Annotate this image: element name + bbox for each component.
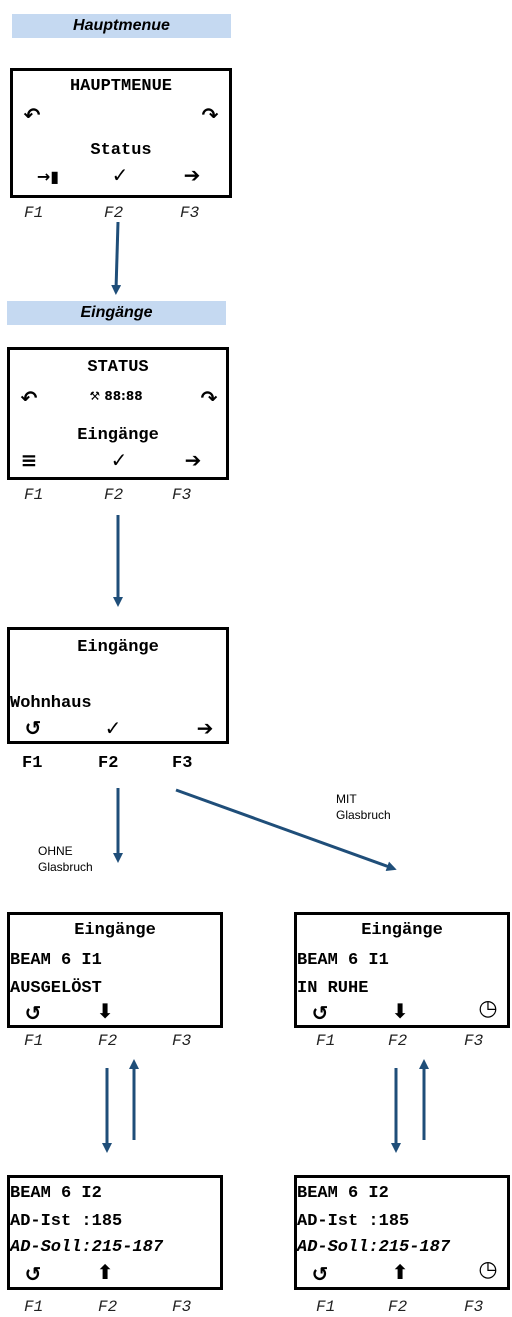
- up-arrow-icon[interactable]: ⬆: [391, 1260, 409, 1284]
- fkey-f2: F2: [388, 1298, 408, 1316]
- fkey-f3: F3: [172, 754, 193, 773]
- fkey-f3: F3: [464, 1032, 484, 1050]
- fkey-f3: F3: [172, 1032, 192, 1050]
- return-icon[interactable]: ↺: [24, 716, 42, 740]
- wrench-clock-icon: ⚒ 88:88: [89, 389, 143, 403]
- banner-hauptmenue: Hauptmenue: [12, 14, 231, 38]
- fkey-f1: F1: [24, 204, 44, 222]
- arrow-main-to-status: [111, 221, 122, 295]
- fkey-f1: F1: [24, 1032, 44, 1050]
- input-state: AUSGELÖST: [10, 979, 102, 998]
- timer-icon[interactable]: ◷: [478, 1257, 498, 1282]
- banner-eingaenge: Eingänge: [7, 301, 226, 325]
- ad-soll-value: AD-Soll:215-187: [297, 1238, 451, 1257]
- fkey-f1: F1: [316, 1032, 336, 1050]
- screen-eingaenge-wohnhaus: Eingänge Wohnhaus ↺ ✓ ➔: [7, 627, 229, 744]
- ad-ist-value: AD-Ist :185: [10, 1212, 123, 1231]
- fkey-f1: F1: [24, 486, 44, 504]
- exit-door-icon[interactable]: →▮: [36, 167, 60, 186]
- input-state: IN RUHE: [297, 979, 369, 998]
- fkey-f3: F3: [172, 486, 192, 504]
- right-arrow-icon[interactable]: ➔: [183, 163, 201, 187]
- right-arrow-icon[interactable]: ➔: [184, 448, 202, 472]
- rotate-left-icon: ↶: [23, 103, 41, 127]
- screen-hauptmenue: HAUPTMENUE ↶ ↷ Status →▮ ✓ ➔: [10, 68, 232, 198]
- down-arrow-icon[interactable]: ⬇: [96, 999, 114, 1023]
- input-id: BEAM 6 I1: [10, 951, 102, 970]
- screen-beam-ad-values-right: BEAM 6 I2 AD-Ist :185 AD-Soll:215-187 ↺ …: [294, 1175, 510, 1290]
- input-id: BEAM 6 I1: [297, 951, 389, 970]
- timer-icon[interactable]: ◷: [478, 996, 498, 1021]
- fkey-f2: F2: [104, 486, 124, 504]
- screen-title: STATUS: [87, 358, 149, 377]
- input-name: Wohnhaus: [10, 694, 92, 713]
- input-id: BEAM 6 I2: [10, 1184, 102, 1203]
- down-arrow-icon[interactable]: ⬇: [391, 999, 409, 1023]
- screen-title: Eingänge: [361, 921, 443, 940]
- screen-title: Eingänge: [74, 921, 156, 940]
- rotate-left-icon: ↶: [20, 386, 38, 410]
- fkey-f3: F3: [464, 1298, 484, 1316]
- menu-item: Status: [90, 141, 152, 160]
- fkey-f2: F2: [388, 1032, 408, 1050]
- screen-status: STATUS ↶ ⚒ 88:88 ↷ Eingänge ≡ ✓ ➔: [7, 347, 229, 480]
- checkmark-icon[interactable]: ✓: [104, 716, 122, 740]
- menu-item: Eingänge: [77, 426, 159, 445]
- ad-ist-value: AD-Ist :185: [297, 1212, 410, 1231]
- ad-soll-value: AD-Soll:215-187: [10, 1238, 164, 1257]
- fkey-f3: F3: [180, 204, 200, 222]
- fkey-f1: F1: [316, 1298, 336, 1316]
- return-icon[interactable]: ↺: [24, 1262, 42, 1286]
- fkey-f2: F2: [98, 1032, 118, 1050]
- fkey-f1: F1: [24, 1298, 44, 1316]
- screen-beam-ad-values-left: BEAM 6 I2 AD-Ist :185 AD-Soll:215-187 ↺ …: [7, 1175, 223, 1290]
- fkey-f3: F3: [172, 1298, 192, 1316]
- input-id: BEAM 6 I2: [297, 1184, 389, 1203]
- return-icon[interactable]: ↺: [24, 1001, 42, 1025]
- checkmark-icon[interactable]: ✓: [110, 448, 128, 472]
- right-arrow-icon[interactable]: ➔: [196, 716, 214, 740]
- return-icon[interactable]: ↺: [311, 1262, 329, 1286]
- up-arrow-icon[interactable]: ⬆: [96, 1260, 114, 1284]
- screen-beam-ausgeloest: Eingänge BEAM 6 I1 AUSGELÖST ↺ ⬇: [7, 912, 223, 1028]
- fkey-f2: F2: [98, 1298, 118, 1316]
- hamburger-menu-icon[interactable]: ≡: [20, 448, 38, 472]
- rotate-right-icon: ↷: [201, 103, 219, 127]
- rotate-right-icon: ↷: [200, 386, 218, 410]
- screen-title: HAUPTMENUE: [69, 77, 173, 96]
- screen-beam-in-ruhe: Eingänge BEAM 6 I1 IN RUHE ↺ ⬇ ◷: [294, 912, 510, 1028]
- arrow-mit-glasbruch: [175, 788, 397, 872]
- screen-title: Eingänge: [77, 638, 159, 657]
- fkey-f2: F2: [98, 754, 119, 773]
- fkey-f2: F2: [104, 204, 124, 222]
- checkmark-icon[interactable]: ✓: [111, 163, 129, 187]
- fkey-f1: F1: [22, 754, 43, 773]
- return-icon[interactable]: ↺: [311, 1001, 329, 1025]
